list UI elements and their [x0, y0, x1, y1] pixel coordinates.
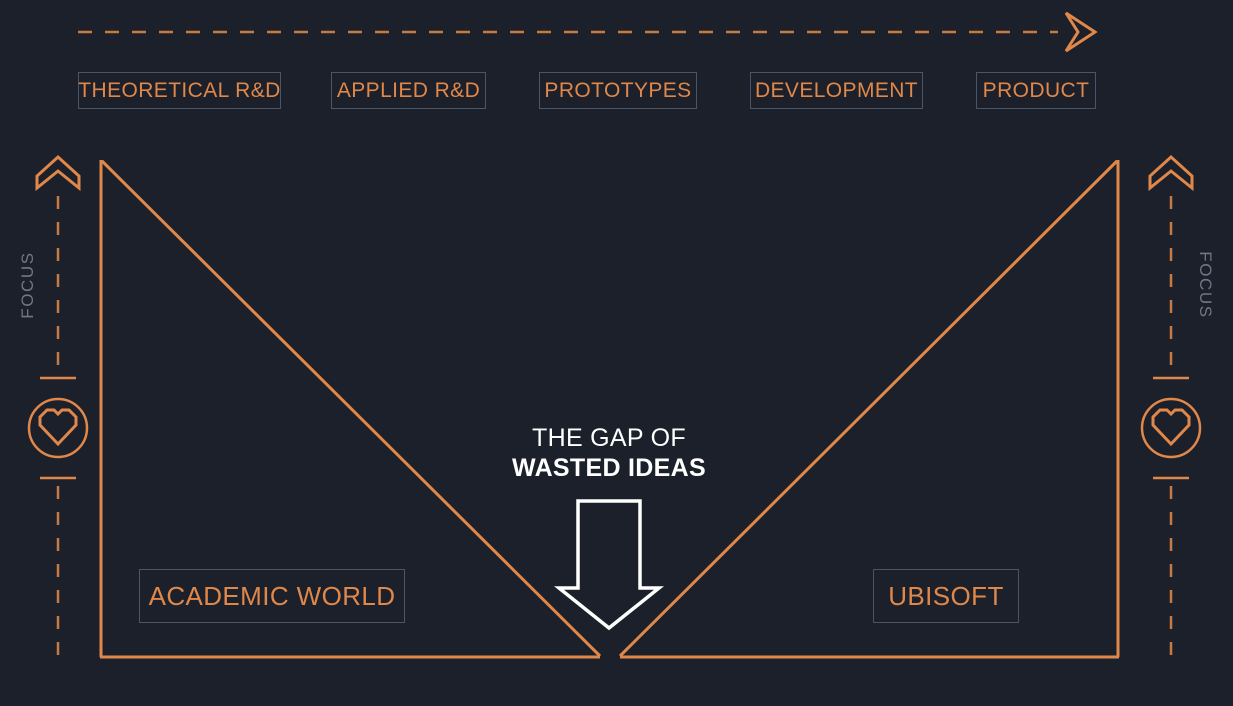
pipeline-stage-applied-rd[interactable]: APPLIED R&D: [331, 72, 486, 109]
left-descending-diagonal: [100, 159, 602, 658]
left-heart-icon: [38, 408, 78, 447]
actor-label: UBISOFT: [888, 580, 1004, 611]
pipeline-stage-label: PROTOTYPES: [544, 78, 692, 102]
arrow-down-icon: [554, 499, 664, 631]
actor-box-ubisoft[interactable]: UBISOFT: [873, 569, 1019, 623]
pipeline-stage-label: APPLIED R&D: [336, 78, 481, 102]
pipeline-stage-theoretical-rd[interactable]: THEORETICAL R&D: [78, 72, 281, 109]
right-heart-circle: [1140, 397, 1202, 459]
right-ascending-diagonal: [618, 159, 1119, 658]
right-chevron-up-icon: [1148, 154, 1194, 192]
right-heart-icon: [1151, 408, 1191, 447]
pipeline-stage-label: DEVELOPMENT: [754, 78, 919, 102]
chevron-right-icon: [1064, 11, 1098, 53]
gap-annotation-line-2: WASTED IDEAS: [512, 454, 706, 482]
focus-label-left: FOCUS: [18, 251, 37, 319]
left-chevron-up-icon: [35, 154, 81, 192]
gap-annotation: THE GAP OF WASTED IDEAS: [512, 423, 706, 483]
left-heart-circle: [27, 397, 89, 459]
actor-box-academic-world[interactable]: ACADEMIC WORLD: [139, 569, 405, 623]
actor-label: ACADEMIC WORLD: [148, 580, 396, 611]
pipeline-stage-product[interactable]: PRODUCT: [976, 72, 1096, 109]
gap-annotation-line-1: THE GAP OF: [532, 424, 686, 452]
pipeline-stage-prototypes[interactable]: PROTOTYPES: [539, 72, 697, 109]
pipeline-stage-label: PRODUCT: [982, 78, 1090, 102]
pipeline-stage-development[interactable]: DEVELOPMENT: [750, 72, 923, 109]
pipeline-stage-label: THEORETICAL R&D: [78, 78, 281, 102]
focus-label-right: FOCUS: [1196, 251, 1215, 319]
